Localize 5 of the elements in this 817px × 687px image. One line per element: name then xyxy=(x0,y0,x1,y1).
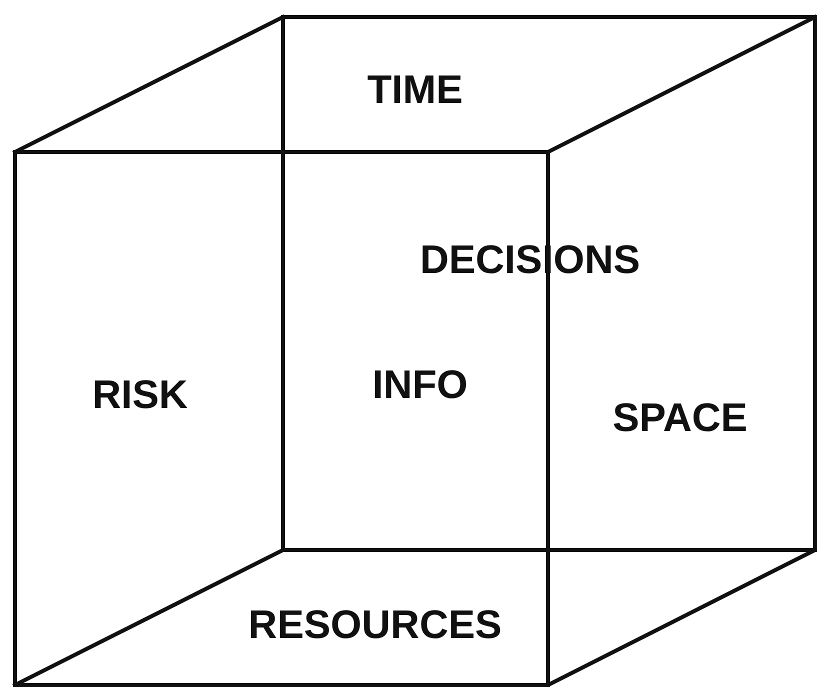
face-label: RISK xyxy=(92,375,188,415)
face-label: TIME xyxy=(367,70,463,110)
face-label: INFO xyxy=(372,365,468,405)
face-label: RESOURCES xyxy=(248,605,502,645)
face-label: SPACE xyxy=(612,398,748,438)
